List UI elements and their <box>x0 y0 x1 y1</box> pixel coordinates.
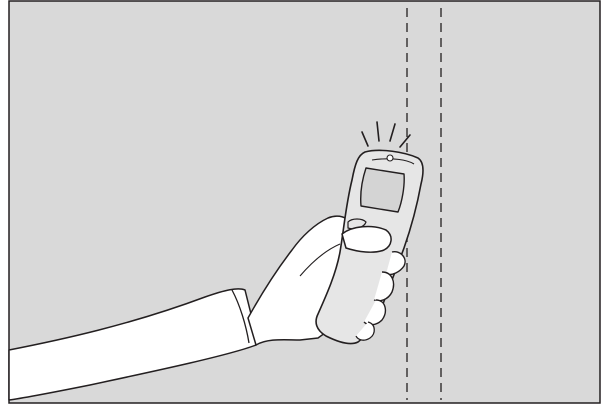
device-screen <box>361 168 404 212</box>
device-indicator-light <box>387 155 393 161</box>
index-finger <box>342 227 391 253</box>
